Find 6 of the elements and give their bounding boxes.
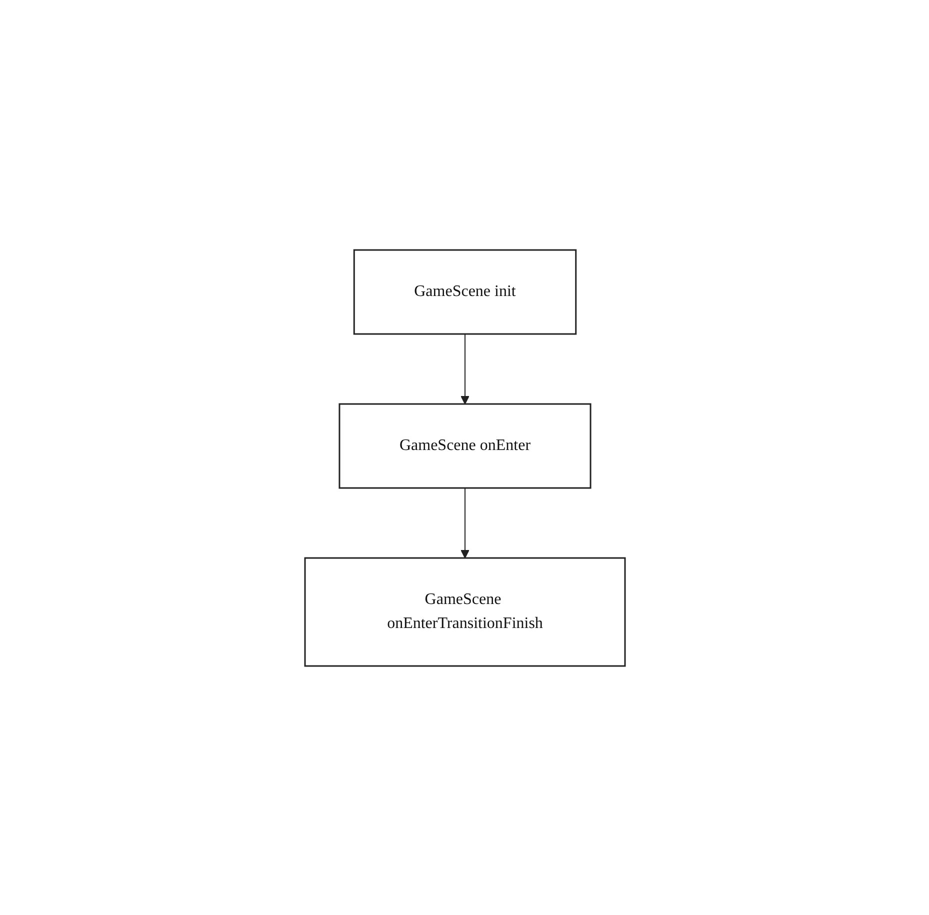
- node-box: [352, 248, 576, 334]
- arrow: [460, 487, 469, 558]
- node-box: [304, 556, 626, 666]
- arrow: [460, 333, 469, 404]
- flowchart: GameScene init GameScene onEnter GameScene onEnterTransitionFinish: [296, 242, 632, 674]
- node-box: [338, 402, 591, 488]
